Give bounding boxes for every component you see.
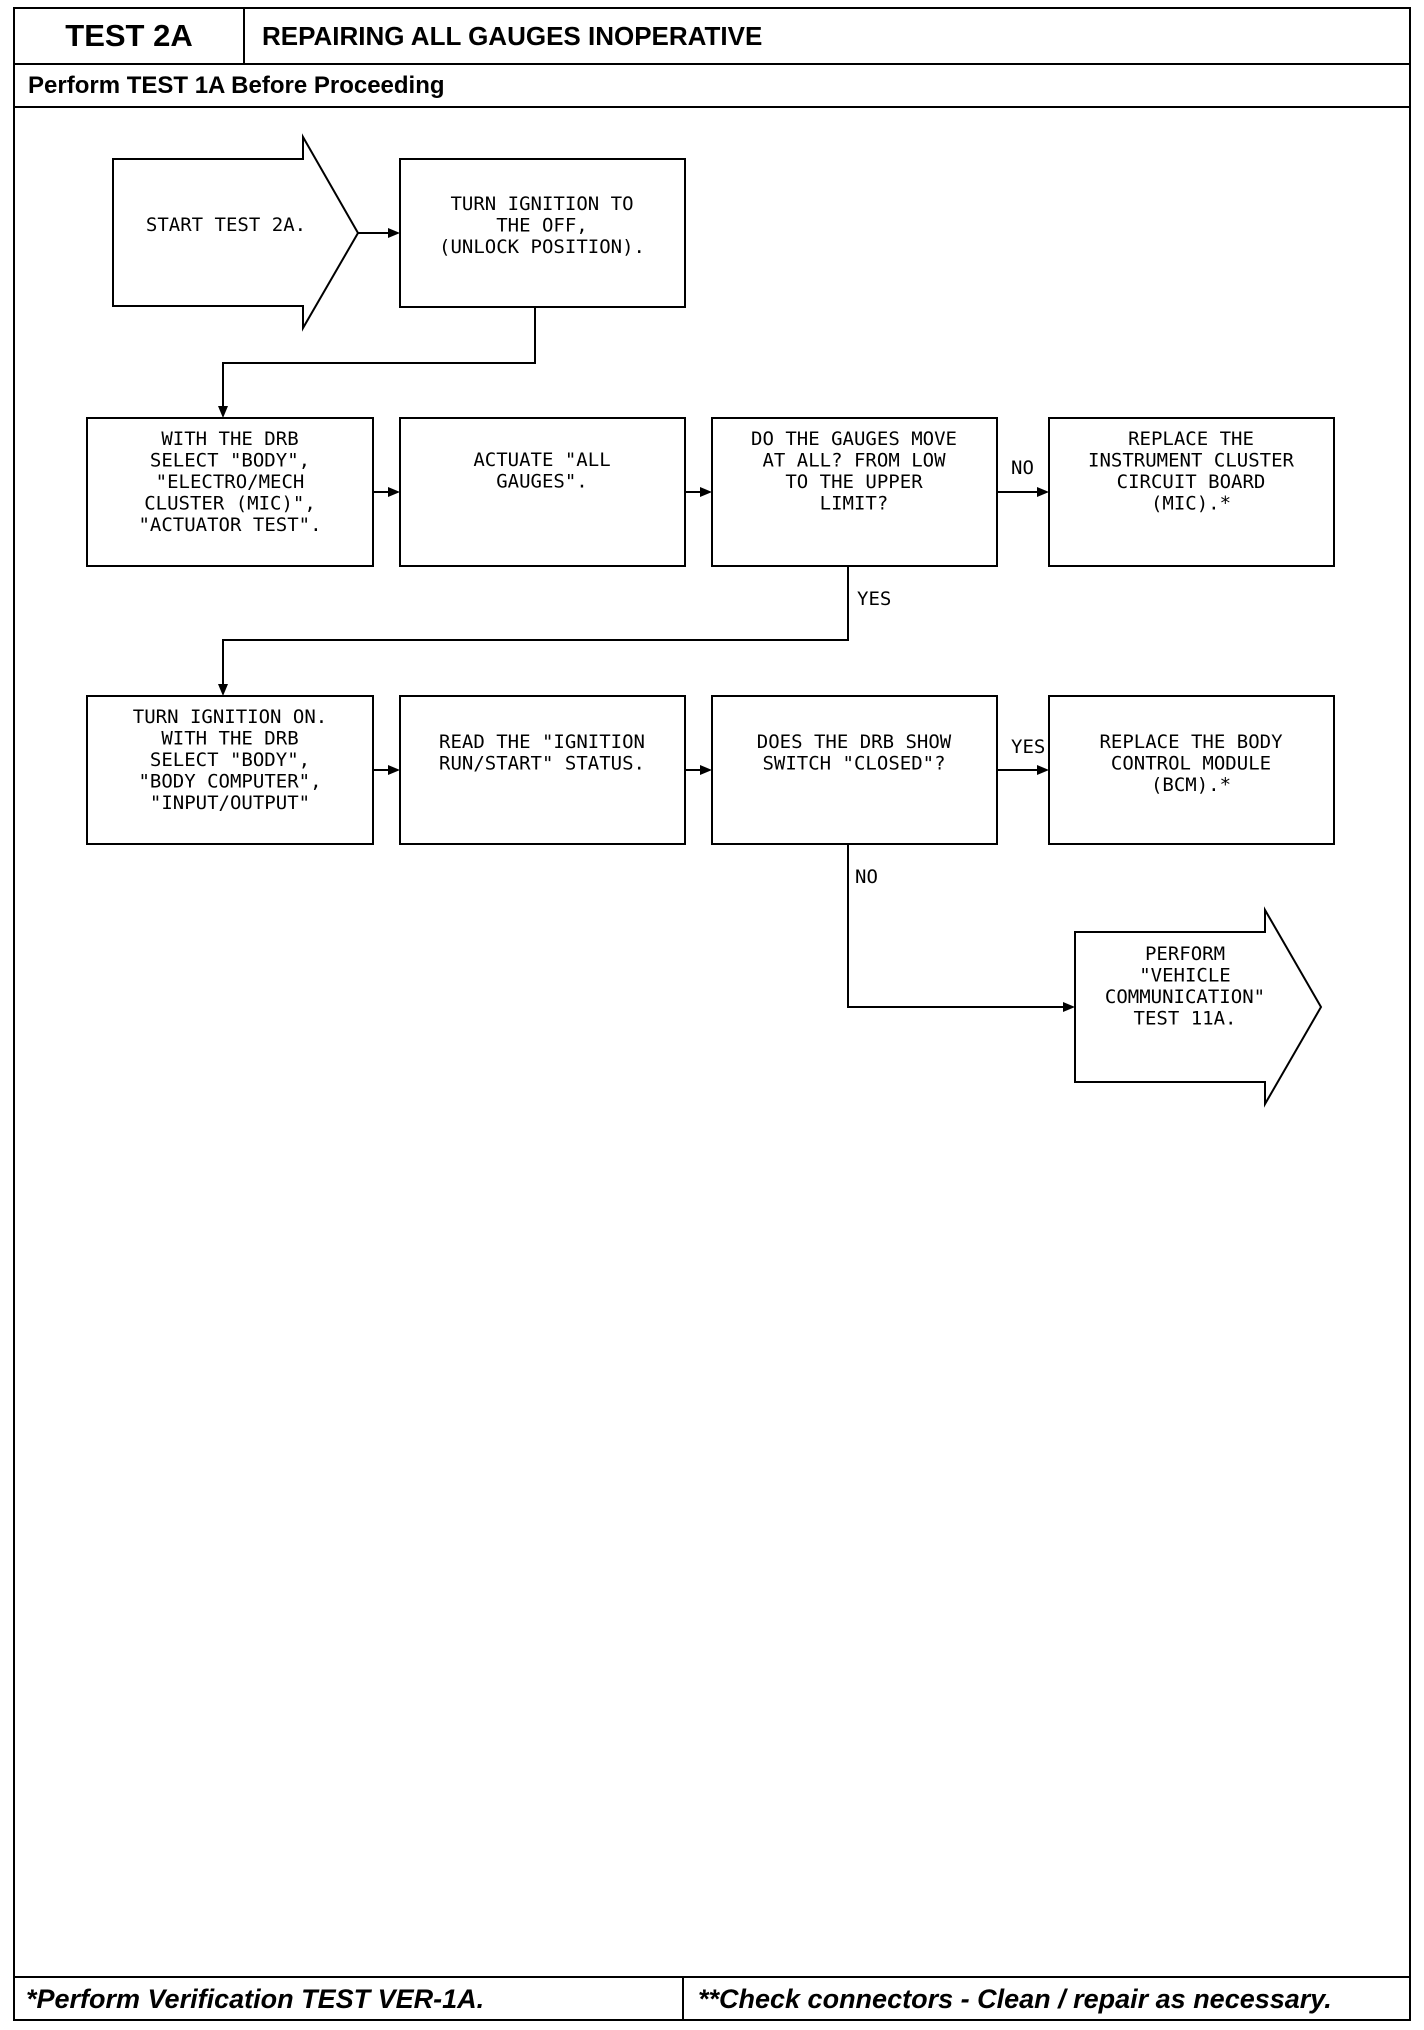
- flow-text-line: READ THE "IGNITION: [439, 731, 645, 753]
- flow-text-line: "INPUT/OUTPUT": [150, 792, 310, 814]
- flow-text-line: START TEST 2A.: [146, 214, 306, 236]
- footer-verification-note: *Perform Verification TEST VER-1A.: [26, 1984, 485, 2014]
- flow-text-line: DOES THE DRB SHOW: [757, 731, 952, 753]
- connector-yes-to-ignition-on: [222, 566, 849, 686]
- connector-off-to-select: [222, 307, 536, 408]
- flow-text-line: TO THE UPPER: [785, 471, 923, 493]
- ignition-off-box: [399, 158, 686, 308]
- footer-column-divider: [682, 1976, 684, 2021]
- actuate-box: [399, 417, 686, 567]
- flow-text-line: (MIC).*: [1151, 493, 1231, 515]
- arrowhead: [218, 684, 228, 696]
- arrowhead: [1037, 487, 1049, 497]
- flow-text-line: GAUGES".: [496, 471, 588, 493]
- arrowhead: [1037, 765, 1049, 775]
- flow-text-line: WITH THE DRB: [161, 728, 298, 750]
- start-text: START TEST 2A.: [146, 214, 306, 236]
- label-no-closed: NO: [855, 866, 878, 888]
- ignition-on-box: [86, 695, 374, 845]
- flow-text-line: "ACTUATOR TEST".: [138, 514, 321, 536]
- flow-text-line: "ELECTRO/MECH: [156, 471, 305, 493]
- perform-11a-arrow-shape: [1074, 906, 1323, 1108]
- arrowhead: [1063, 1002, 1075, 1012]
- flow-text-line: THE OFF,: [496, 215, 588, 237]
- flow-text-line: AT ALL? FROM LOW: [762, 450, 946, 472]
- flow-text-line: DO THE GAUGES MOVE: [751, 428, 957, 450]
- footer-divider: [13, 1976, 1411, 1978]
- label-yes-closed: YES: [1011, 736, 1045, 758]
- flow-text-line: (BCM).*: [1151, 774, 1231, 796]
- arrowhead: [700, 765, 712, 775]
- arrowhead: [218, 406, 228, 418]
- flow-text-line: SELECT "BODY",: [150, 450, 310, 472]
- page-title: REPAIRING ALL GAUGES INOPERATIVE: [262, 20, 763, 51]
- replace-bcm-box: [1048, 695, 1335, 845]
- flow-text-line: TEST 11A.: [1134, 1008, 1237, 1030]
- header-divider: [13, 63, 1411, 65]
- flow-text-line: CLUSTER (MIC)",: [144, 493, 316, 515]
- flow-text-line: "VEHICLE: [1139, 965, 1231, 987]
- subheader-divider: [13, 106, 1411, 108]
- flow-text-line: REPLACE THE: [1128, 428, 1254, 450]
- flow-text-line: CIRCUIT BOARD: [1117, 471, 1266, 493]
- flow-text-line: PERFORM: [1145, 943, 1225, 965]
- arrowhead: [388, 228, 400, 238]
- flow-text-line: "BODY COMPUTER",: [138, 771, 321, 793]
- flow-text-line: SELECT "BODY",: [150, 749, 310, 771]
- arrowhead: [700, 487, 712, 497]
- arrowhead: [388, 487, 400, 497]
- prerequisite-note: Perform TEST 1A Before Proceeding: [28, 72, 445, 99]
- label-no-gauges: NO: [1011, 457, 1034, 479]
- flow-text-line: LIMIT?: [820, 493, 889, 515]
- flow-text-line: WITH THE DRB: [161, 428, 298, 450]
- flow-text-line: TURN IGNITION TO: [450, 193, 633, 215]
- footer-connector-note: **Check connectors - Clean / repair as n…: [698, 1984, 1332, 2014]
- drb-closed-decision-box: [711, 695, 998, 845]
- connector-no-to-perform-11a: [847, 844, 1065, 1008]
- flow-text-line: RUN/START" STATUS.: [439, 753, 645, 775]
- page-frame: [13, 7, 1411, 2021]
- flow-text-line: REPLACE THE BODY: [1099, 731, 1283, 753]
- flow-text-line: SWITCH "CLOSED"?: [762, 753, 945, 775]
- label-yes-gauges: YES: [857, 588, 891, 610]
- flow-text-line: (UNLOCK POSITION).: [439, 236, 645, 258]
- flow-text-line: TURN IGNITION ON.: [133, 706, 327, 728]
- replace-cluster-box: [1048, 417, 1335, 567]
- arrowhead: [388, 765, 400, 775]
- start-arrow-shape: [112, 133, 360, 332]
- flow-text-line: ACTUATE "ALL: [473, 449, 610, 471]
- gauges-move-decision-box: [711, 417, 998, 567]
- flow-text-line: INSTRUMENT CLUSTER: [1088, 450, 1294, 472]
- flow-text-line: COMMUNICATION": [1105, 986, 1265, 1008]
- flow-text-line: CONTROL MODULE: [1111, 753, 1271, 775]
- read-status-box: [399, 695, 686, 845]
